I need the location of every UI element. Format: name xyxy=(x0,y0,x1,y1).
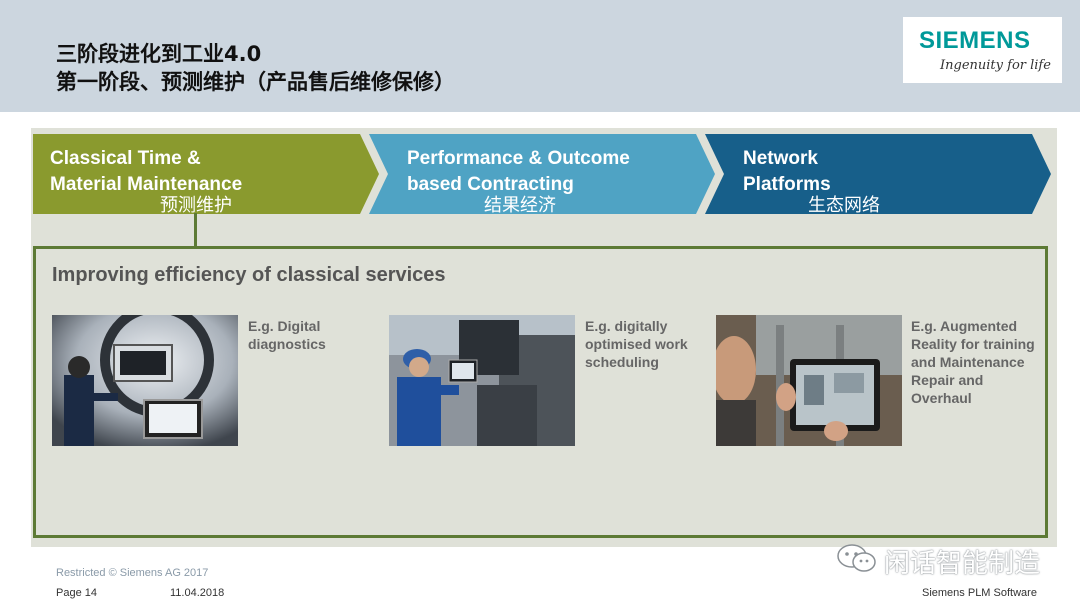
example-3-line5: Overhaul xyxy=(911,390,972,406)
chevron-stage-2 xyxy=(369,134,715,214)
example-3-line2: Reality for training xyxy=(911,336,1035,352)
technician-diagnostics-photo xyxy=(52,315,238,446)
example-3-line3: and Maintenance xyxy=(911,354,1025,370)
stage-3-label: Network Platforms xyxy=(743,146,831,198)
wechat-icon xyxy=(837,544,876,572)
footer-date: 11.04.2018 xyxy=(170,587,225,599)
stage-1-label: Classical Time & Material Maintenance xyxy=(50,146,242,198)
example-2-line3: scheduling xyxy=(585,354,659,370)
stage-1-line1: Classical Time & xyxy=(50,148,201,169)
stage-connector-line xyxy=(194,213,197,247)
example-2-line1: E.g. digitally xyxy=(585,318,668,334)
worker-scheduling-photo xyxy=(389,315,575,446)
footer-company: Siemens PLM Software xyxy=(922,587,1037,599)
stage-1-chinese: 预测维护 xyxy=(160,195,232,216)
chevron-stage-1 xyxy=(33,134,379,214)
example-3-text: E.g. Augmented Reality for training and … xyxy=(911,317,1035,407)
stage-2-chinese: 结果经济 xyxy=(484,195,556,216)
stage-2-line1: Performance & Outcome xyxy=(407,148,630,169)
example-3-line1: E.g. Augmented xyxy=(911,318,1018,334)
example-1-line2: diagnostics xyxy=(248,336,326,352)
example-1-line1: E.g. Digital xyxy=(248,318,321,334)
footer-page-number: Page 14 xyxy=(56,587,97,599)
stage-1-line2: Material Maintenance xyxy=(50,174,243,195)
stage-2-label: Performance & Outcome based Contracting xyxy=(407,146,630,198)
stage-chevrons xyxy=(33,134,1051,214)
siemens-logo: SIEMENS Ingenuity for life xyxy=(903,17,1062,83)
stage-3-line2: Platforms xyxy=(743,174,831,195)
footer-restricted: Restricted © Siemens AG 2017 xyxy=(56,567,209,579)
stage-detail-box xyxy=(33,246,1048,538)
stage-3-chinese: 生态网络 xyxy=(808,195,880,216)
augmented-reality-tablet-photo xyxy=(716,315,902,446)
stage-2-line2: based Contracting xyxy=(407,174,574,195)
slide-title-line1: 三阶段进化到工业4.0 xyxy=(56,42,262,66)
stage-3-line1: Network xyxy=(743,148,818,169)
example-2-line2: optimised work xyxy=(585,336,688,352)
example-3-line4: Repair and xyxy=(911,372,984,388)
logo-tagline: Ingenuity for life xyxy=(940,58,1051,73)
watermark-text: 闲话智能制造 xyxy=(884,549,1041,579)
example-1-text: E.g. Digital diagnostics xyxy=(248,317,326,353)
chevron-stage-3 xyxy=(705,134,1051,214)
example-2-text: E.g. digitally optimised work scheduling xyxy=(585,317,688,371)
slide-header: 三阶段进化到工业4.0 第一阶段、预测维护（产品售后维修保修） SIEMENS … xyxy=(0,0,1080,112)
slide-title-line2: 第一阶段、预测维护（产品售后维修保修） xyxy=(56,70,455,94)
content-heading: Improving efficiency of classical servic… xyxy=(52,264,446,286)
logo-wordmark: SIEMENS xyxy=(919,27,1031,54)
